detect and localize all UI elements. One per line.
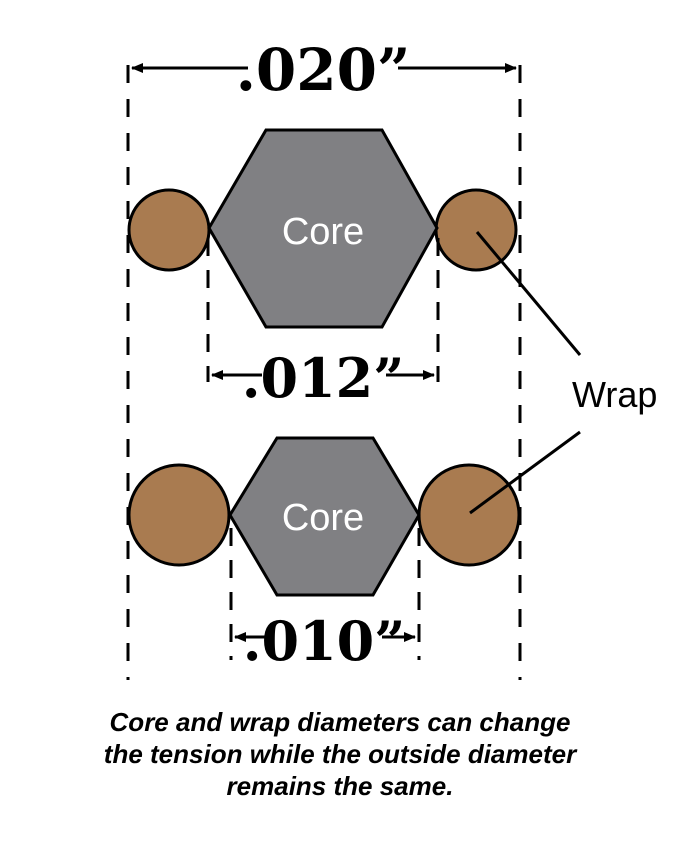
wrap-circle-top-left	[127, 188, 211, 272]
core-hexagon-top	[207, 128, 439, 329]
wrap-label: Wrap	[572, 374, 657, 415]
wrap-leader-line-top	[475, 231, 582, 356]
caption-line-1: Core and wrap diameters can change	[109, 707, 571, 737]
outer-dimension-label: .020”	[236, 36, 411, 104]
core-label-top: Core	[282, 211, 364, 253]
wrap-leader-line-bottom	[469, 430, 581, 515]
wrap-circle-bottom-left	[127, 463, 231, 567]
caption-line-3: remains the same.	[226, 771, 454, 801]
bottom-core-dimension-label: .010”	[243, 609, 406, 673]
top-core-dimension-label: .012”	[242, 346, 405, 410]
caption: Core and wrap diameters can change the t…	[40, 706, 640, 802]
wrap-circle-top-right	[434, 188, 518, 272]
wrap-circle-bottom-right	[417, 463, 521, 567]
core-label-bottom: Core	[282, 497, 364, 539]
caption-line-2: the tension while the outside diameter	[103, 739, 577, 769]
core-hexagon-bottom	[228, 436, 421, 597]
